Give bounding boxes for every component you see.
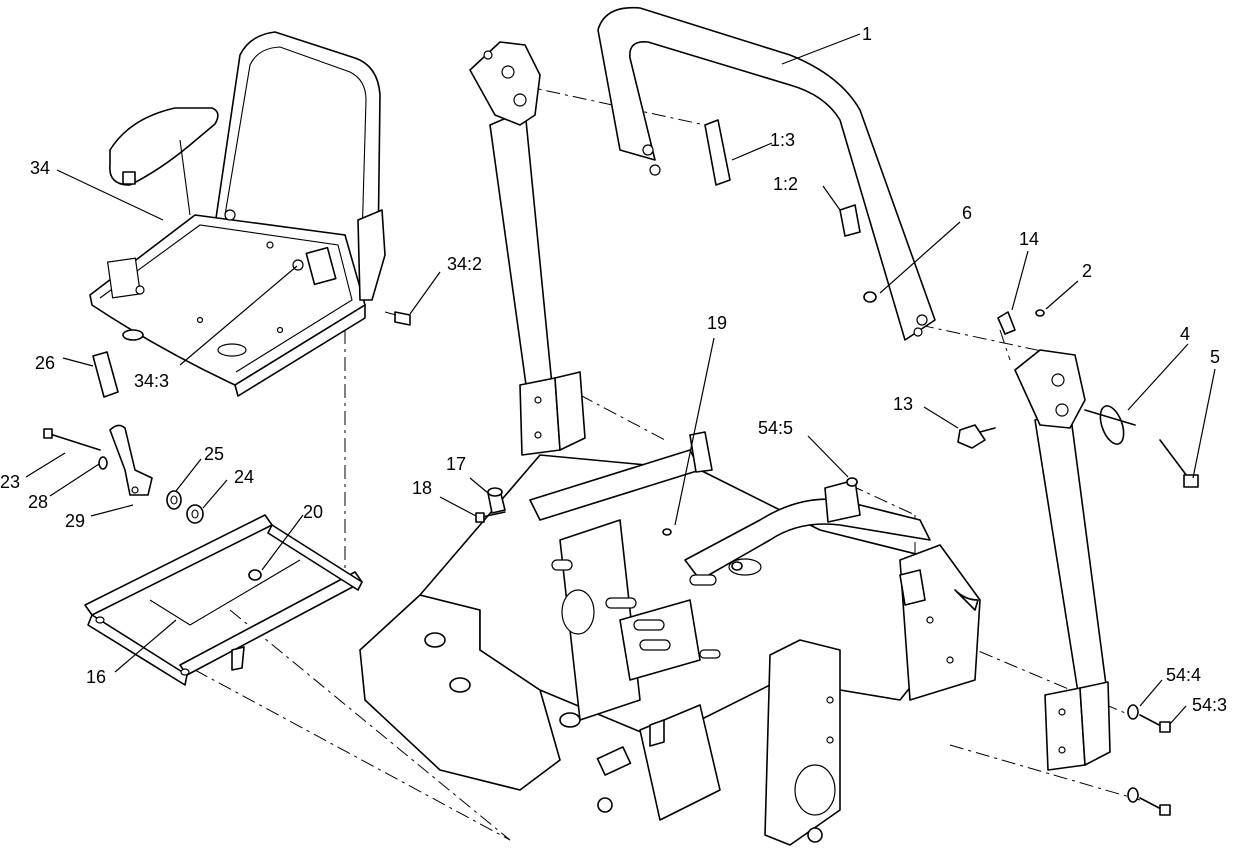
callout-13: 13 bbox=[893, 394, 913, 414]
seat-rail-frame bbox=[84, 514, 363, 686]
callout-16: 16 bbox=[86, 667, 106, 687]
callout-5: 5 bbox=[1210, 347, 1220, 367]
rops-left-upright bbox=[469, 41, 586, 456]
callout-18: 18 bbox=[412, 478, 432, 498]
callout-14: 14 bbox=[1019, 229, 1039, 249]
rops-upper-hoop bbox=[597, 6, 936, 341]
callout-17: 17 bbox=[446, 454, 466, 474]
rops-hardware bbox=[863, 291, 1199, 488]
part-26-pad bbox=[92, 351, 119, 398]
callout-1-3: 1:3 bbox=[770, 130, 795, 150]
leader-lines bbox=[25, 33, 1216, 725]
callout-26: 26 bbox=[35, 353, 55, 373]
callout-34: 34 bbox=[30, 158, 50, 178]
callout-4: 4 bbox=[1180, 324, 1190, 344]
main-chassis bbox=[359, 431, 981, 846]
callout-25: 25 bbox=[204, 444, 224, 464]
callout-54-5: 54:5 bbox=[758, 418, 793, 438]
callout-54-4: 54:4 bbox=[1166, 665, 1201, 685]
callout-24: 24 bbox=[234, 467, 254, 487]
rops-right-upright bbox=[1014, 349, 1111, 771]
seat-adjust-parts bbox=[43, 424, 204, 524]
seat-assembly bbox=[89, 31, 411, 397]
callout-29: 29 bbox=[65, 511, 85, 531]
callout-28: 28 bbox=[28, 492, 48, 512]
callout-1-2: 1:2 bbox=[773, 174, 798, 194]
callout-54-3: 54:3 bbox=[1192, 695, 1227, 715]
callout-1: 1 bbox=[862, 24, 872, 44]
callout-2: 2 bbox=[1082, 261, 1092, 281]
parts-17-18 bbox=[475, 487, 506, 523]
callout-34-3: 34:3 bbox=[134, 371, 169, 391]
parts-54 bbox=[846, 477, 1171, 816]
callout-19: 19 bbox=[707, 313, 727, 333]
callout-23: 23 bbox=[0, 472, 20, 492]
callout-6: 6 bbox=[962, 203, 972, 223]
callout-labels: 1 1:3 1:2 6 14 2 4 5 13 54:5 19 17 18 34… bbox=[0, 24, 1227, 715]
callout-20: 20 bbox=[303, 502, 323, 522]
callout-34-2: 34:2 bbox=[447, 254, 482, 274]
